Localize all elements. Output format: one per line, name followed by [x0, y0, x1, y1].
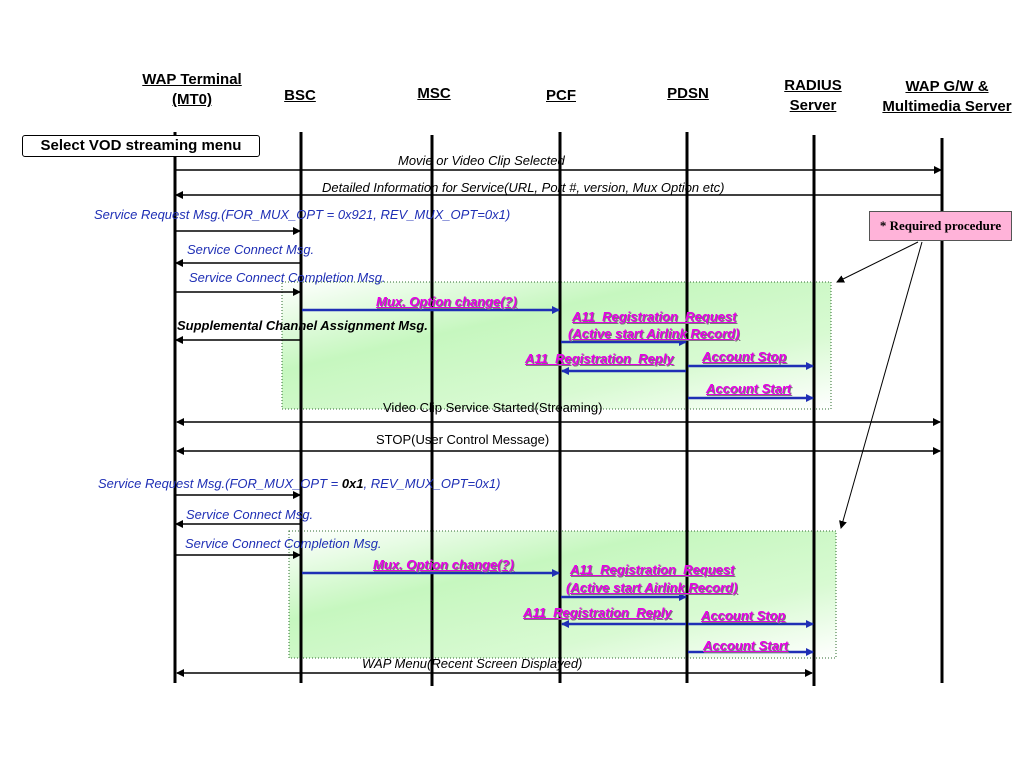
- label-a11-req1: A11_Registration_Request: [572, 309, 737, 324]
- label-a11-req2-sub: (Active start Airlink Record): [566, 580, 738, 595]
- label-detailed-info: Detailed Information for Service(URL, Po…: [322, 180, 725, 195]
- label-svc-req2-b: 0x1: [341, 476, 364, 491]
- label-a11-reply1: A11_Registration_Reply: [525, 351, 674, 366]
- label-mux-change1: Mux. Option change(?): [376, 294, 517, 309]
- entity-msc: MSC: [417, 85, 451, 102]
- label-svc-complete1: Service Connect Completion Msg.: [189, 270, 386, 285]
- label-acct-stop2: Account Stop: [701, 608, 786, 623]
- entity-wap-terminal-label: WAP Terminal (MT0): [142, 71, 242, 108]
- label-acct-start2: Account Start: [703, 638, 789, 653]
- entity-radius: RADIUS Server: [784, 77, 842, 114]
- label-stop-msg: STOP(User Control Message): [376, 432, 550, 447]
- label-a11-reply2: A11_Registration_Reply: [523, 605, 672, 620]
- label-video-started: Video Clip Service Started(Streaming): [383, 400, 603, 415]
- label-svc-complete2: Service Connect Completion Msg.: [185, 536, 382, 551]
- entity-wap-gw: WAP G/W & Multimedia Server: [882, 78, 1012, 115]
- label-supp-channel: Supplemental Channel Assignment Msg.: [177, 318, 428, 333]
- entity-pcf: PCF: [546, 87, 576, 104]
- label-svc-req1: Service Request Msg.(FOR_MUX_OPT = 0x921…: [94, 207, 511, 222]
- label-movie-selected: Movie or Video Clip Selected: [398, 153, 565, 168]
- label-acct-stop1: Account Stop: [702, 349, 787, 364]
- entity-bsc: BSC: [284, 87, 316, 104]
- label-a11-req2: A11_Registration_Request: [570, 562, 735, 577]
- label-svc-connect2: Service Connect Msg.: [186, 507, 314, 522]
- select-vod-menu: Select VOD streaming menu: [22, 135, 260, 157]
- label-mux-change2: Mux. Option change(?): [373, 557, 514, 572]
- required-pointer-1: [836, 241, 919, 283]
- label-acct-start1: Account Start: [706, 381, 792, 396]
- label-wap-menu: WAP Menu(Recent Screen Displayed): [362, 656, 583, 671]
- label-svc-req2: Service Request Msg.(FOR_MUX_OPT = 0x1, …: [98, 476, 500, 491]
- label-svc-req2-c: , REV_MUX_OPT=0x1): [363, 476, 501, 491]
- entity-wap-terminal: WAP Terminal (MT0): [122, 70, 262, 110]
- label-a11-req1-sub: (Active start Airlink Record): [568, 326, 740, 341]
- highlight-region-1: [281, 281, 832, 410]
- required-pointer-2: [839, 241, 923, 529]
- label-svc-req2-a: Service Request Msg.(FOR_MUX_OPT =: [98, 476, 342, 491]
- label-svc-connect1: Service Connect Msg.: [187, 242, 315, 257]
- entity-pdsn: PDSN: [667, 85, 709, 102]
- required-procedure-note: * Required procedure: [869, 211, 1012, 241]
- highlight-region-2: [288, 530, 837, 659]
